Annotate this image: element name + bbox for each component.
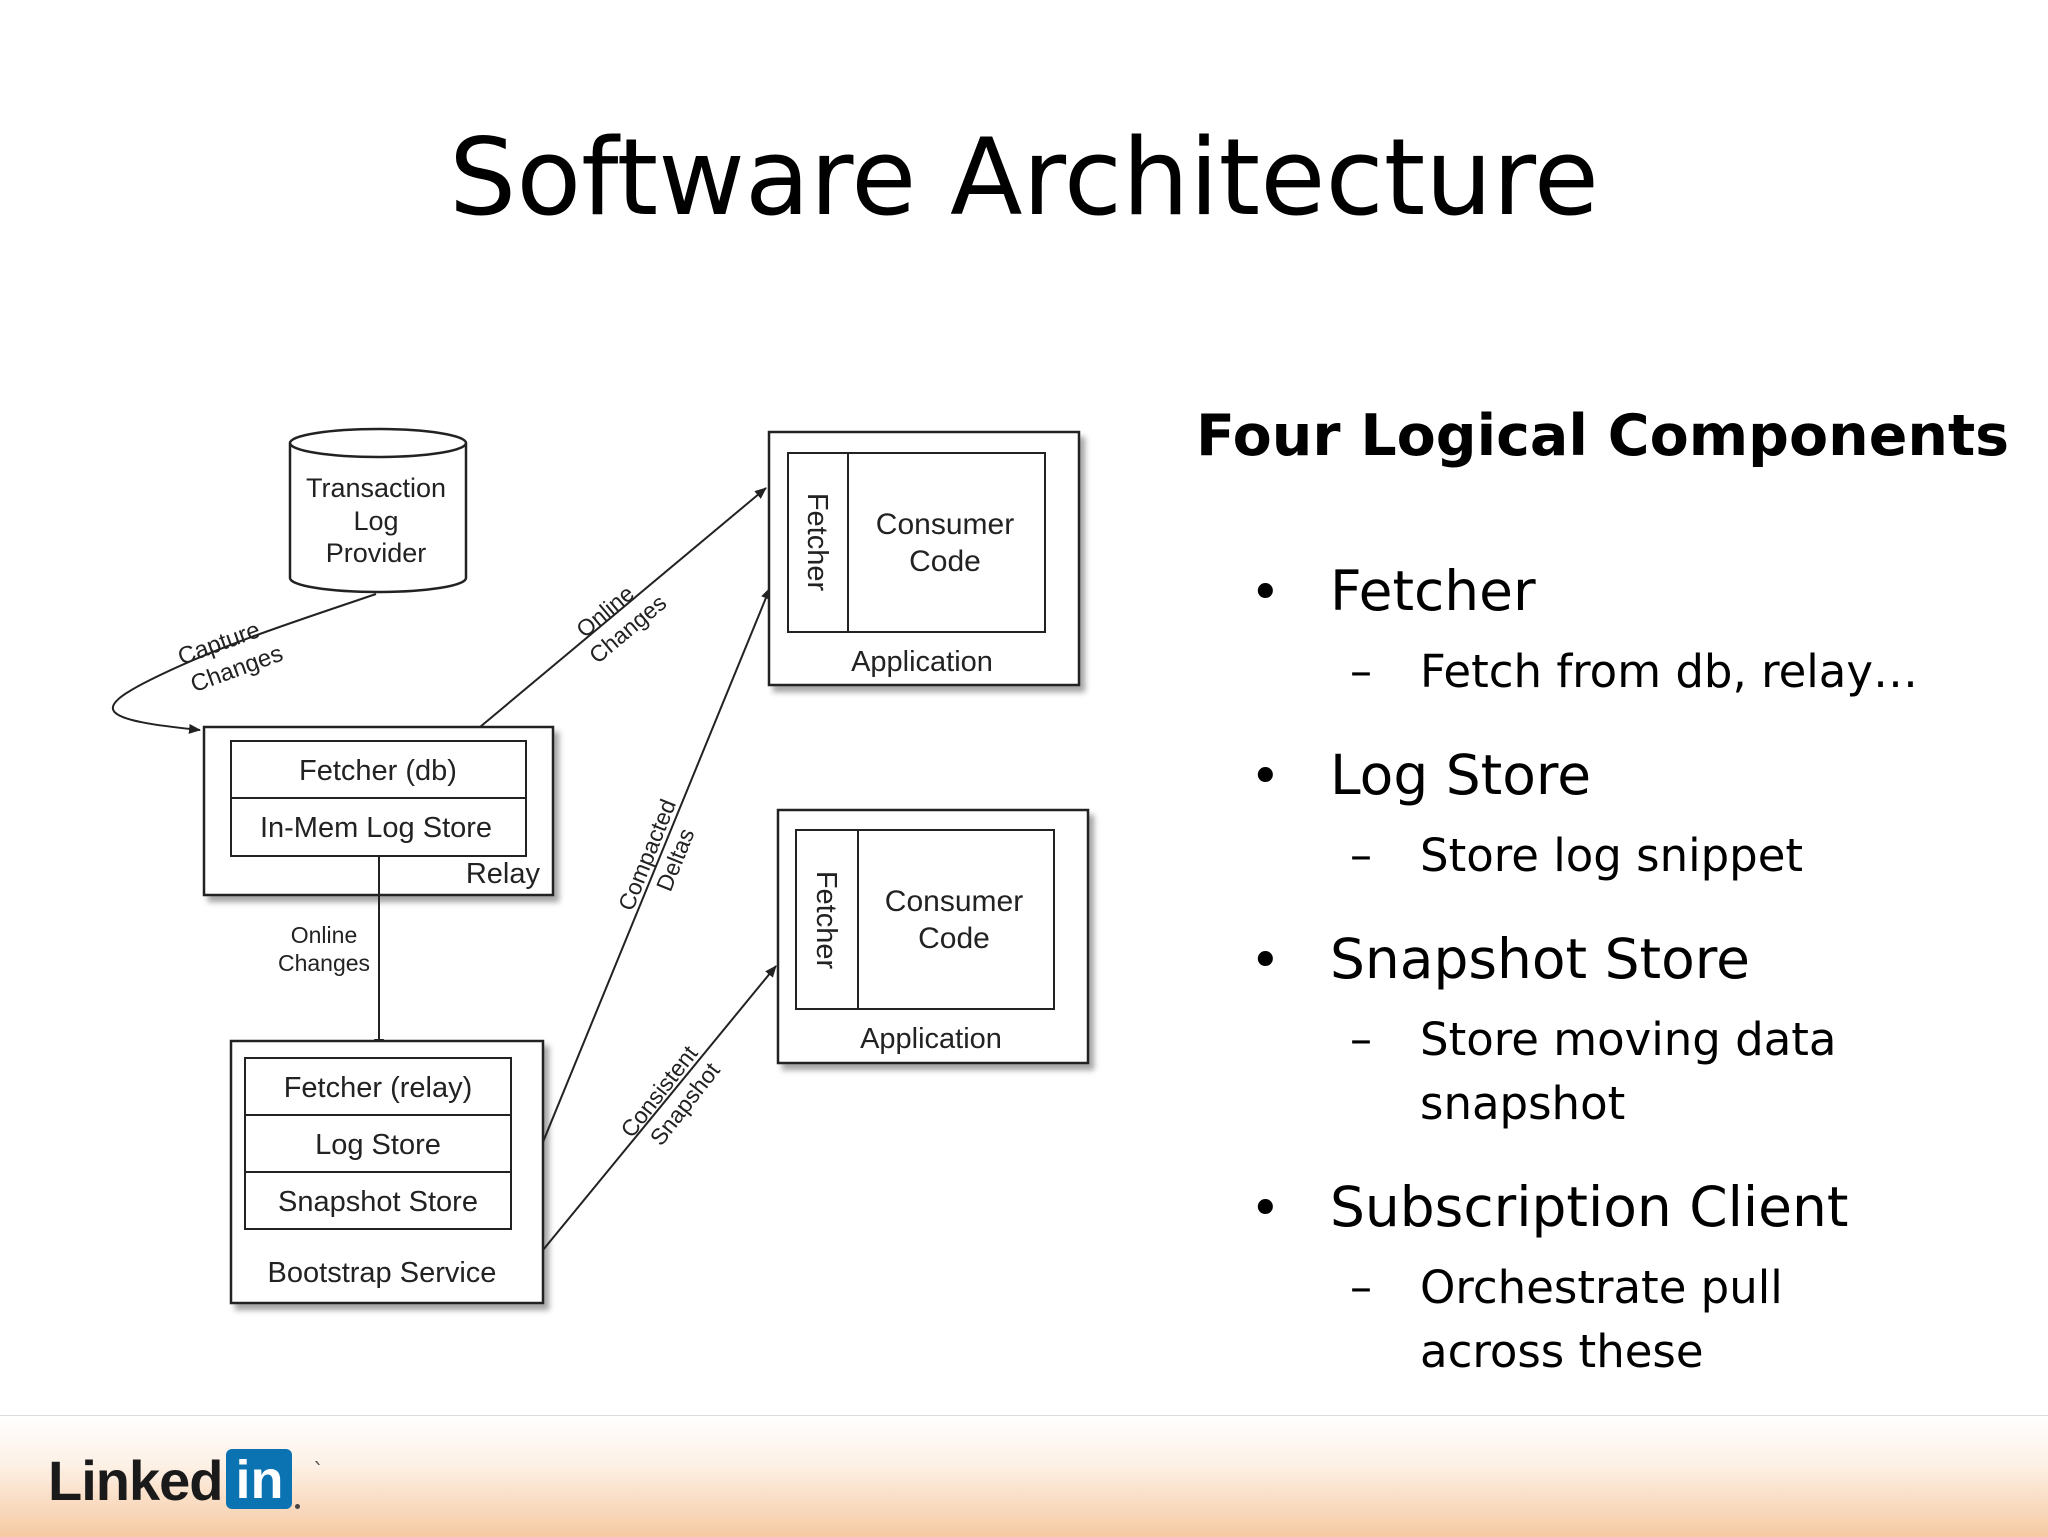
application-bottom-box: Fetcher Consumer Code Application [776, 808, 1090, 1065]
dash-marker: – [1350, 830, 1372, 881]
app-top-consumer-line2: Code [909, 545, 981, 578]
consistent-snapshot-arrow [542, 965, 777, 1251]
app-top-label: Application [851, 646, 993, 678]
bullet-marker: • [1250, 1179, 1281, 1239]
bullet-marker: • [1250, 931, 1281, 991]
db-label-line3: Provider [326, 538, 427, 568]
logo-dot [295, 1504, 301, 1509]
component-detail-line: Store moving data [1420, 1013, 1837, 1066]
slide-title: Software Architecture [449, 116, 1599, 239]
component-detail-line: Fetch from db, relay… [1420, 645, 1918, 698]
bootstrap-log-store-label: Log Store [315, 1129, 441, 1161]
component-item: • Fetcher – Fetch from db, relay… [1250, 560, 2020, 704]
component-detail-line: across these [1420, 1325, 1704, 1378]
component-detail-line: snapshot [1420, 1077, 1626, 1130]
transaction-log-provider-db: Transaction Log Provider [288, 427, 468, 594]
relay-fetcher-label: Fetcher (db) [299, 755, 457, 787]
db-label-line1: Transaction [306, 473, 446, 503]
bullet-marker: • [1250, 747, 1281, 807]
component-label: Log Store [1330, 743, 1592, 807]
component-detail-line: Store log snippet [1420, 829, 1804, 882]
online-changes-down-label-line1: Online [291, 922, 357, 948]
dash-marker: – [1350, 646, 1372, 697]
online-changes-top-arrow [479, 487, 767, 728]
app-top-consumer-line1: Consumer [876, 508, 1014, 541]
component-item: • Log Store – Store log snippet [1250, 744, 2020, 888]
app-bottom-consumer-line2: Code [918, 922, 990, 955]
app-bottom-fetcher-label: Fetcher [810, 871, 842, 970]
bootstrap-snapshot-store-label: Snapshot Store [278, 1186, 478, 1218]
component-detail: – Fetch from db, relay… [1250, 640, 2020, 704]
dash-marker: – [1350, 1262, 1372, 1313]
component-detail: – Store log snippet [1250, 824, 2020, 888]
component-detail: – Orchestrate pull across these [1250, 1256, 2020, 1384]
bootstrap-service-box: Fetcher (relay) Log Store Snapshot Store… [229, 1039, 545, 1305]
db-label-line2: Log [353, 506, 398, 536]
application-top-box: Fetcher Consumer Code Application [767, 430, 1081, 687]
relay-label: Relay [466, 858, 541, 890]
footer-mark: ` [313, 1460, 324, 1485]
relay-store-label: In-Mem Log Store [260, 812, 492, 844]
component-item: • Snapshot Store – Store moving data sna… [1250, 928, 2020, 1136]
bootstrap-fetcher-label: Fetcher (relay) [284, 1072, 473, 1104]
bootstrap-service-label: Bootstrap Service [268, 1257, 497, 1289]
component-detail-line: Orchestrate pull [1420, 1261, 1783, 1314]
logo-wordmark: Linked [48, 1449, 223, 1512]
logo-in-box: in [226, 1449, 293, 1510]
component-item: • Subscription Client – Orchestrate pull… [1250, 1176, 2020, 1384]
app-top-fetcher-label: Fetcher [801, 493, 833, 592]
capture-changes-arrow [112, 593, 377, 734]
dash-marker: – [1350, 1014, 1372, 1065]
online-changes-down-label-line2: Changes [278, 950, 370, 976]
component-label: Snapshot Store [1330, 927, 1750, 991]
compacted-deltas-arrow [542, 587, 771, 1143]
components-list: • Fetcher – Fetch from db, relay… • Log … [1250, 560, 2020, 1424]
app-bottom-consumer-line1: Consumer [885, 885, 1023, 918]
component-label: Subscription Client [1330, 1175, 1849, 1239]
component-detail: – Store moving data snapshot [1250, 1008, 2020, 1136]
app-bottom-label: Application [860, 1023, 1002, 1055]
bullet-marker: • [1250, 563, 1281, 623]
components-heading: Four Logical Components [1196, 403, 2010, 469]
component-label: Fetcher [1330, 559, 1536, 623]
linkedin-logo: Linked in [48, 1447, 301, 1512]
footer-band [0, 1415, 2048, 1537]
